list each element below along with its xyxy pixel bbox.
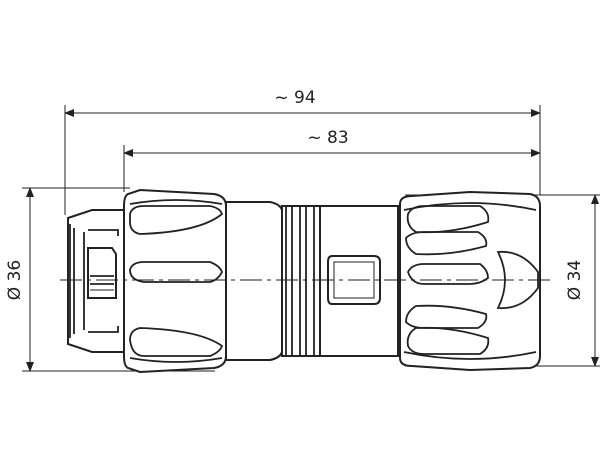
dimension-front-diameter: Ø 36 [5,187,34,372]
rear-diameter-label: Ø 34 [565,260,585,300]
connector-body [60,188,552,374]
front-insert [67,209,125,353]
locking-latch [87,247,117,299]
dimension-overall-length: ~ 94 [64,88,541,117]
overall-length-label: ~ 94 [274,88,315,108]
dimension-housing-length: ~ 83 [123,128,541,157]
coupling-ring [123,188,227,374]
front-diameter-label: Ø 36 [5,260,25,300]
middle-housing [225,201,399,361]
housing-length-label: ~ 83 [307,128,348,148]
rear-clamp-nut [399,190,541,372]
dimension-rear-diameter: Ø 34 [565,194,599,367]
